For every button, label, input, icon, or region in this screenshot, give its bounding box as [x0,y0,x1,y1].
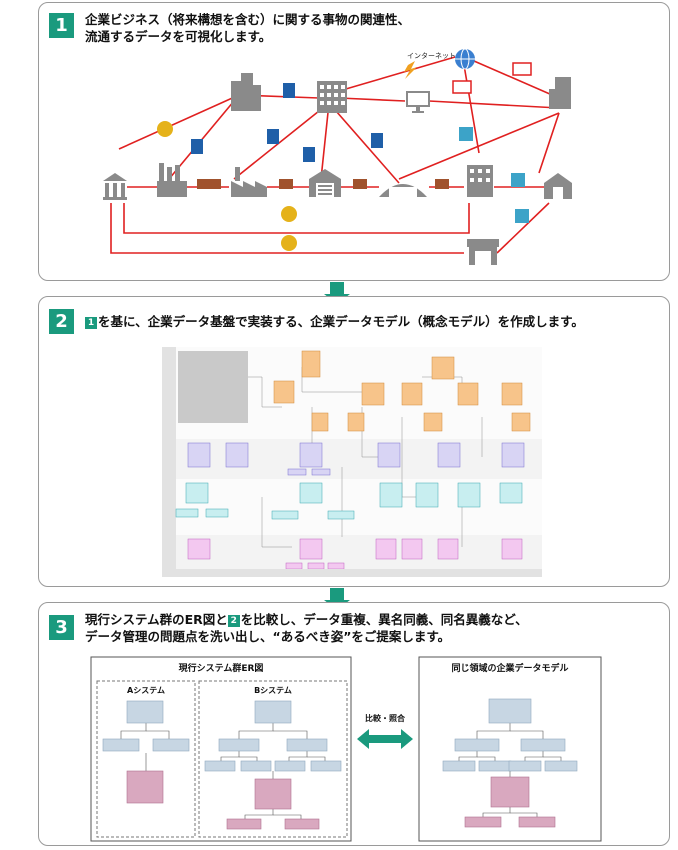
document-icon [283,83,295,98]
lightning-icon [404,61,417,79]
step1-panel: 1 企業ビジネス（将来構想を含む）に関する事物の関連性、 流通するデータを可視化… [38,2,670,281]
document-icon [371,133,383,148]
money-bag-icons [157,121,297,251]
money-bag-icon [281,206,297,222]
package-icon [353,179,367,189]
store-icon [467,239,499,265]
step3-number: 3 [49,615,74,640]
plant-icon [231,167,267,197]
document-icons [191,83,383,162]
model-blue-entities [442,698,578,772]
package-icon [435,179,449,189]
step2-title-text: を基に、企業データ基盤で実装する、企業データモデル（概念モデル）を作成します。 [98,314,584,329]
er-comparison-diagram: 現行システム群ER図 Aシステム Bシステム 比較・照合 同じ領域の企業データモ… [90,656,602,842]
pink-entities [187,538,523,570]
office-tower-icon [231,73,261,111]
model-frame [418,656,602,842]
money-bag-icon [157,121,173,137]
mail-icon [512,62,532,76]
system-b-label: Bシステム [254,686,292,695]
mail-icon [452,80,472,94]
step1-reference-badge: 1 [85,317,97,329]
internet-label: インターネット [407,51,456,60]
system-a-lines [120,721,170,771]
headquarters-building-icon [317,81,347,113]
branch-office-icon [549,77,571,109]
step2-reference-badge: 2 [227,615,240,627]
step3-title-part-b: を比較し、データ重複、異名同義、同名異義など、 [240,612,528,627]
cyan-entities [175,482,523,520]
model-lines [458,721,562,817]
package-icons [197,179,449,189]
money-bag-icon [281,235,297,251]
system-b-pink-entities [226,778,320,830]
distribution-center-icon [379,184,427,197]
factory-icon [157,163,187,197]
gift-icon [459,127,473,141]
model-pink-entities [464,776,556,828]
document-icon [303,147,315,162]
step3-title-part-a: 現行システム群のER図と [85,612,228,627]
step3-title-line2: データ管理の問題点を洗い出し、“あるべき姿”をご提案します。 [85,629,451,644]
monitor-icon [406,91,430,113]
enterprise-data-model-diagram [162,347,542,577]
system-a-frame [96,680,196,838]
step1-number: 1 [49,13,74,38]
gift-icon [515,209,529,223]
buildings [103,73,572,265]
customer-house-icon [544,173,572,199]
system-b-blue-entities [204,700,342,772]
system-a-label: Aシステム [127,686,165,695]
business-flow-diagram: インターネット [103,48,572,265]
warehouse-icon [309,169,341,197]
system-b-lines [220,721,326,819]
flow-arrow-2 [324,588,350,610]
retail-building-icon [467,165,493,197]
bank-icon [103,173,127,200]
compare-arrow-icon [357,729,413,749]
package-icon [197,179,221,189]
mail-icons [452,62,532,94]
package-icon [279,179,293,189]
system-b-frame [198,680,348,838]
system-a-pink-entity [126,770,164,804]
step1-title: 企業ビジネス（将来構想を含む）に関する事物の関連性、 流通するデータを可視化しま… [85,11,410,45]
gift-icon [511,173,525,187]
globe-icon [455,48,475,70]
step1-title-line2: 流通するデータを可視化します。 [85,29,272,44]
gift-icons [459,127,529,223]
current-systems-title: 現行システム群ER図 [179,662,264,674]
step1-title-line1: 企業ビジネス（将来構想を含む）に関する事物の関連性、 [85,12,411,27]
document-icon [267,129,279,144]
step2-number: 2 [49,309,74,334]
model-title: 同じ領域の企業データモデル [451,662,568,674]
document-icon [191,139,203,154]
violet-entities [187,442,525,476]
compare-label: 比較・照合 [365,713,406,723]
flow-arrow-1 [324,282,350,304]
system-a-blue-entities [102,700,190,752]
orange-entities [273,350,531,432]
